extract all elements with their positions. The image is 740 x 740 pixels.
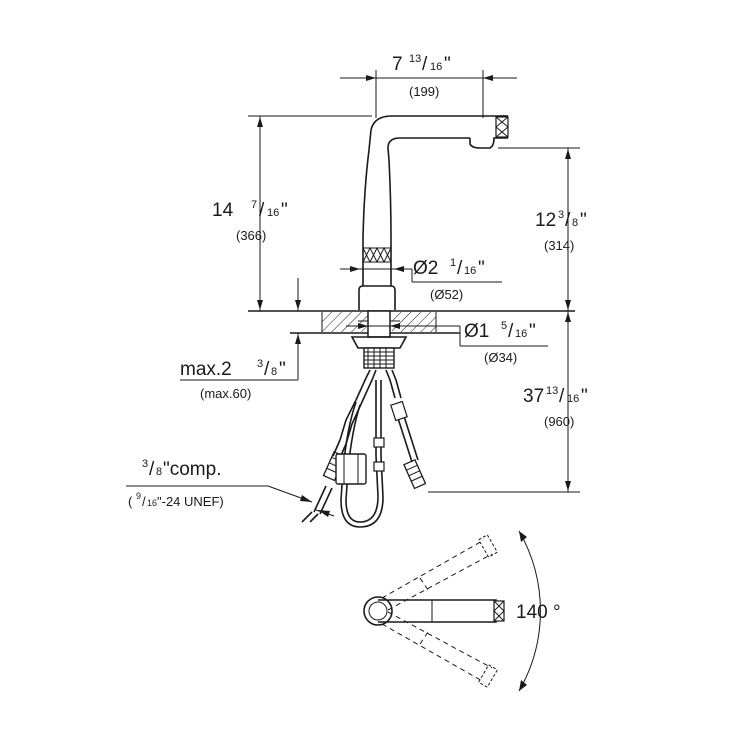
- svg-text:/: /: [142, 494, 146, 509]
- total-height-num: 7: [251, 199, 257, 211]
- swivel-angle: 140 °: [516, 602, 561, 623]
- hole-diameter-unit: ": [529, 321, 536, 342]
- max-deck-unit: ": [279, 359, 286, 380]
- spout-reach-num: 13: [409, 53, 421, 65]
- base-diameter-prefix: Ø2: [413, 258, 438, 279]
- connection-sub-text: "-24 UNEF): [157, 494, 224, 509]
- supply-hoses: [301, 369, 427, 528]
- hose-length-mm: (960): [544, 414, 574, 429]
- spout-reach-whole: 7: [392, 54, 403, 75]
- max-deck-prefix: max.2: [180, 359, 232, 380]
- total-height-den: 16: [267, 207, 279, 219]
- dim-hose-length: 37 13 / 16 " (960): [428, 311, 588, 493]
- base-diameter-unit: ": [478, 258, 485, 279]
- base-diameter-mm: (Ø52): [430, 287, 463, 302]
- hole-diameter-mm: (Ø34): [484, 350, 517, 365]
- spout-height-den: 8: [572, 217, 578, 229]
- svg-text:/: /: [559, 386, 565, 407]
- dim-total-height: 14 7 / 16 " (366): [212, 115, 372, 311]
- max-deck-num: 3: [257, 358, 263, 370]
- total-height-unit: ": [281, 200, 288, 221]
- spout-reach-den: 16: [430, 61, 442, 73]
- dim-hole-diameter: Ø1 5 / 16 " (Ø34): [346, 320, 548, 365]
- faucet-body: [350, 115, 509, 369]
- hose-length-num: 13: [546, 385, 558, 397]
- dim-max-deck: max.2 3 / 8 " (max.60): [180, 278, 301, 401]
- hose-length-whole: 37: [523, 386, 544, 407]
- dim-spout-height: 12 3 / 8 " (314): [498, 147, 587, 311]
- max-deck-mm: (max.60): [200, 386, 251, 401]
- connection-sub-den: 16: [147, 498, 157, 508]
- svg-text:/: /: [149, 459, 155, 480]
- spout-reach-mm: (199): [409, 84, 439, 99]
- svg-text:/: /: [508, 321, 514, 342]
- connection-sub-num: 9: [136, 491, 141, 501]
- max-deck-den: 8: [271, 366, 277, 378]
- svg-text:/: /: [259, 200, 265, 221]
- hose-length-unit: ": [581, 386, 588, 407]
- base-diameter-den: 16: [464, 265, 476, 277]
- connection-text: "comp.: [163, 459, 221, 480]
- spout-height-num: 3: [558, 209, 564, 221]
- connection-den: 8: [156, 466, 162, 478]
- spout-height-unit: ": [580, 210, 587, 231]
- svg-text:/: /: [422, 54, 428, 75]
- label-connection: 3 / 8 "comp. ( 9 / 16 "-24 UNEF): [126, 458, 335, 517]
- countertop: [248, 310, 575, 334]
- hole-diameter-prefix: Ø1: [464, 321, 489, 342]
- total-height-mm: (366): [236, 228, 266, 243]
- total-height-whole: 14: [212, 200, 234, 221]
- spout-height-mm: (314): [544, 238, 574, 253]
- dim-base-diameter: Ø2 1 / 16 " (Ø52): [340, 257, 502, 302]
- connection-num: 3: [142, 458, 148, 470]
- hose-length-den: 16: [567, 393, 579, 405]
- dim-spout-reach: 7 13 / 16 " (199): [340, 53, 517, 118]
- svg-text:/: /: [565, 210, 571, 231]
- top-view-swivel: 140 °: [363, 530, 561, 692]
- svg-text:/: /: [457, 258, 463, 279]
- connection-sub-open: (: [128, 494, 133, 509]
- hole-diameter-den: 16: [515, 328, 527, 340]
- svg-text:/: /: [264, 359, 270, 380]
- spout-height-whole: 12: [535, 210, 556, 231]
- spout-reach-unit: ": [444, 54, 451, 75]
- base-diameter-num: 1: [450, 257, 456, 269]
- hole-diameter-num: 5: [501, 320, 507, 332]
